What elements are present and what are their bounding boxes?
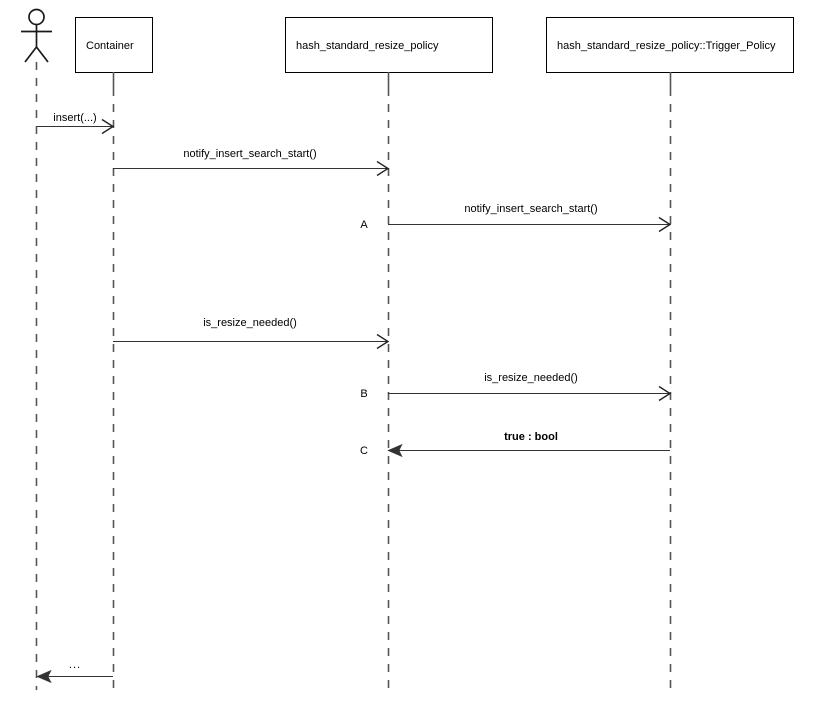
message-label-is-resize-needed-2: is_resize_needed() [484, 372, 578, 384]
participant-box-resize-policy[interactable]: hash_standard_resize_policy [285, 17, 493, 73]
message-insert[interactable]: insert(...) [37, 112, 115, 135]
participant-label-resize-policy: hash_standard_resize_policy [296, 40, 439, 52]
message-is-resize-needed-1[interactable]: is_resize_needed() [113, 317, 390, 350]
message-label-return-ellipsis: ... [69, 659, 81, 671]
actor-stick-figure-icon [21, 8, 52, 63]
message-marker-b: B [360, 388, 367, 400]
participant-label-trigger-policy: hash_standard_resize_policy::Trigger_Pol… [557, 40, 776, 52]
message-marker-c: C [360, 445, 368, 457]
message-notify-insert-search-start-2[interactable]: notify_insert_search_start() A [360, 203, 672, 233]
message-return-ellipsis[interactable]: ... [36, 659, 113, 684]
message-label-return-true-bool: true : bool [504, 431, 558, 443]
message-is-resize-needed-2[interactable]: is_resize_needed() B [360, 372, 672, 402]
message-label-is-resize-needed-1: is_resize_needed() [203, 317, 297, 329]
message-return-true-bool[interactable]: true : bool C [360, 431, 670, 458]
message-label-notify-insert-search-start-2: notify_insert_search_start() [464, 203, 597, 215]
participant-box-trigger-policy[interactable]: hash_standard_resize_policy::Trigger_Pol… [546, 17, 794, 73]
participant-label-container: Container [86, 40, 134, 52]
message-marker-a: A [360, 219, 368, 231]
message-label-insert: insert(...) [53, 112, 96, 124]
message-label-notify-insert-search-start-1: notify_insert_search_start() [183, 148, 316, 160]
message-notify-insert-search-start-1[interactable]: notify_insert_search_start() [113, 148, 390, 177]
participant-box-container[interactable]: Container [75, 17, 153, 73]
